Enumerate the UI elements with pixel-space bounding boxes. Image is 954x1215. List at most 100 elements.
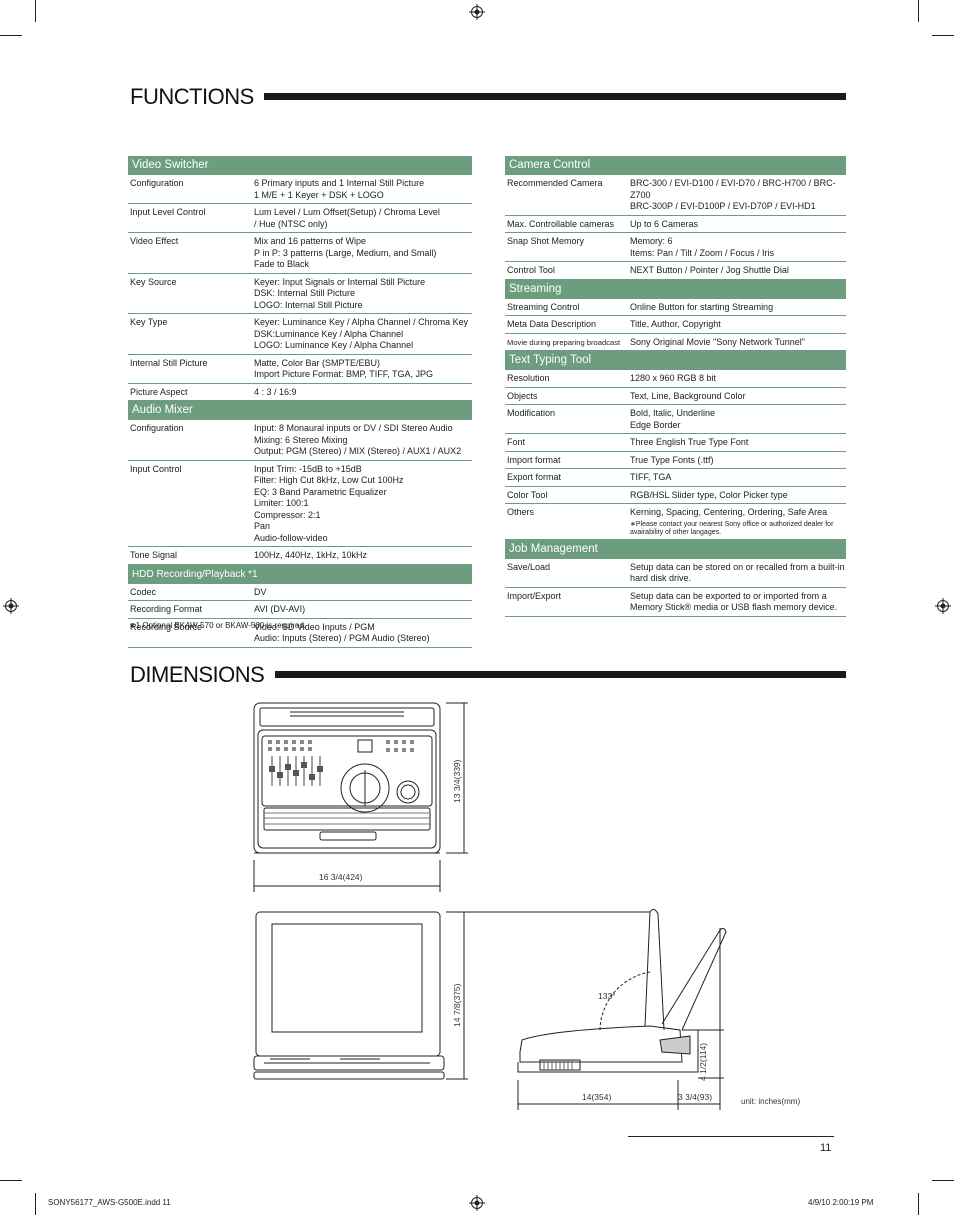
spec-label: Movie during preparing broadcast bbox=[507, 337, 621, 347]
spec-label: Tone Signal bbox=[130, 550, 178, 560]
functions-heading: FUNCTIONS bbox=[130, 84, 254, 109]
crop-mark bbox=[918, 1193, 919, 1215]
spec-label: Recommended Camera bbox=[507, 178, 603, 188]
spec-value-text: Kerning, Spacing, Centering, Ordering, S… bbox=[630, 507, 828, 517]
spec-value-text: Sony Original Movie "Sony Network Tunnel… bbox=[630, 336, 805, 347]
table-row: Movie during preparing broadcast Sony Ori… bbox=[505, 334, 846, 351]
spec-label: Video Effect bbox=[130, 236, 179, 246]
crop-mark bbox=[0, 35, 22, 36]
spec-label: Recording Source bbox=[130, 621, 203, 632]
spec-value-text: 100Hz, 440Hz, 1kHz, 10kHz bbox=[254, 550, 368, 560]
dimensions-heading: DIMENSIONS bbox=[130, 662, 265, 687]
side-height-label: 4 1/2(114) bbox=[698, 1042, 708, 1081]
spec-label: Import format bbox=[507, 454, 561, 465]
spec-label: Max. Controllable cameras bbox=[507, 218, 615, 229]
spec-label: Modification bbox=[507, 408, 556, 418]
spec-label: Input Control bbox=[130, 463, 182, 474]
spec-label: Recording Format bbox=[130, 604, 203, 614]
spec-label: Streaming Control bbox=[507, 301, 580, 312]
spec-value: Input Trim: -15dB to +15dB Filter: High … bbox=[254, 464, 472, 545]
spec-value-text: Title, Author, Copyright bbox=[630, 319, 721, 329]
spec-value: Video: SD Video Inputs / PGM Audio: Inpu… bbox=[254, 622, 472, 645]
table-row: Internal Still Picture Matte, Color Bar (… bbox=[128, 355, 472, 384]
spec-label: Color Tool bbox=[507, 489, 548, 500]
spec-value-text: Lum Level / Lum Offset(Setup) / Chroma L… bbox=[254, 207, 440, 229]
side-extra-label: 3 3/4(93) bbox=[678, 1092, 713, 1102]
registration-mark-icon bbox=[469, 4, 485, 20]
table-row: Tone Signal 100Hz, 440Hz, 1kHz, 10kHz bbox=[128, 547, 472, 565]
spec-value-text: 6 Primary inputs and 1 Internal Still Pi… bbox=[254, 178, 425, 200]
section-header: Camera Control bbox=[505, 156, 846, 175]
spec-value: Mix and 16 patterns of Wipe P in P: 3 pa… bbox=[254, 236, 472, 271]
slug-timestamp: 4/9/10 2:00:19 PM bbox=[808, 1198, 874, 1207]
crop-mark bbox=[932, 35, 954, 36]
spec-label: Import/Export bbox=[507, 590, 562, 601]
registration-mark-icon bbox=[3, 598, 19, 614]
spec-value: 100Hz, 440Hz, 1kHz, 10kHz bbox=[254, 550, 472, 562]
spec-value-text: Memory: 6 Items: Pan / Tilt / Zoom / Foc… bbox=[630, 236, 775, 258]
spec-value-text: Input: 8 Monaural inputs or DV / SDI Ste… bbox=[254, 423, 462, 456]
spec-value: Input: 8 Monaural inputs or DV / SDI Ste… bbox=[254, 423, 472, 458]
crop-mark bbox=[918, 0, 919, 22]
spec-label: Control Tool bbox=[507, 265, 555, 275]
slug-filename: SONY56177_AWS-G500E.indd 11 bbox=[48, 1198, 171, 1207]
spec-value: NEXT Button / Pointer / Jog Shuttle Dial bbox=[630, 265, 846, 277]
spec-value: Up to 6 Cameras bbox=[630, 219, 846, 231]
spec-value: Matte, Color Bar (SMPTE/EBU) Import Pict… bbox=[254, 358, 472, 381]
crop-mark bbox=[35, 1193, 36, 1215]
spec-value-text: Setup data can be stored on or recalled … bbox=[630, 561, 845, 584]
spec-value: AVI (DV-AVI) bbox=[254, 604, 472, 616]
spec-value-text: Text, Line, Background Color bbox=[630, 390, 746, 401]
table-row: Import format True Type Fonts (.ttf) bbox=[505, 452, 846, 469]
table-row: Input Control Input Trim: -15dB to +15dB … bbox=[128, 461, 472, 547]
spec-value: 6 Primary inputs and 1 Internal Still Pi… bbox=[254, 178, 472, 201]
spec-value: Kerning, Spacing, Centering, Ordering, S… bbox=[630, 507, 846, 537]
crop-mark bbox=[932, 1180, 954, 1181]
table-row: Import/Export Setup data can be exported … bbox=[505, 588, 846, 617]
spec-value-text: Keyer: Luminance Key / Alpha Channel / C… bbox=[254, 317, 469, 350]
spec-label: Snap Shot Memory bbox=[507, 236, 585, 246]
spec-value: TIFF, TGA bbox=[630, 472, 846, 484]
spec-label: Others bbox=[507, 507, 535, 517]
spec-value-text: Matte, Color Bar (SMPTE/EBU) Import Pict… bbox=[254, 357, 434, 380]
spec-label: Input Level Control bbox=[130, 207, 206, 217]
spec-value: Setup data can be exported to or importe… bbox=[630, 591, 846, 614]
registration-mark-icon bbox=[935, 598, 951, 614]
spec-value: Keyer: Luminance Key / Alpha Channel / C… bbox=[254, 317, 472, 352]
spec-value-text: 4 : 3 / 16:9 bbox=[254, 386, 297, 397]
spec-value: True Type Fonts (.ttf) bbox=[630, 455, 846, 467]
spec-label: Internal Still Picture bbox=[130, 357, 208, 368]
section-header: Video Switcher bbox=[128, 156, 472, 175]
section-header: Streaming bbox=[505, 279, 846, 299]
page-number-rule bbox=[628, 1136, 834, 1137]
spec-label: Font bbox=[507, 437, 526, 447]
spec-value: Text, Line, Background Color bbox=[630, 391, 846, 403]
spec-value-text: True Type Fonts (.ttf) bbox=[630, 454, 714, 465]
spec-value-text: TIFF, TGA bbox=[630, 472, 672, 482]
footnote: ∗1 Optional BKAW-570 or BKAW-580 is requ… bbox=[129, 621, 307, 630]
spec-value-text: Setup data can be exported to or importe… bbox=[630, 590, 838, 613]
spec-value: DV bbox=[254, 587, 472, 599]
top-width-label: 16 3/4(424) bbox=[319, 872, 363, 882]
page-number: 11 bbox=[820, 1142, 832, 1154]
spec-label: Export format bbox=[507, 472, 562, 482]
section-header: Job Management bbox=[505, 539, 846, 559]
spec-value-text: Mix and 16 patterns of Wipe P in P: 3 pa… bbox=[254, 236, 437, 269]
spec-value: Lum Level / Lum Offset(Setup) / Chroma L… bbox=[254, 207, 472, 230]
spec-value: 1280 x 960 RGB 8 bit bbox=[630, 373, 846, 385]
front-height-label: 14 7/8(375) bbox=[452, 983, 462, 1027]
table-row: Max. Controllable cameras Up to 6 Cameras bbox=[505, 216, 846, 233]
section-header: Audio Mixer bbox=[128, 401, 472, 420]
